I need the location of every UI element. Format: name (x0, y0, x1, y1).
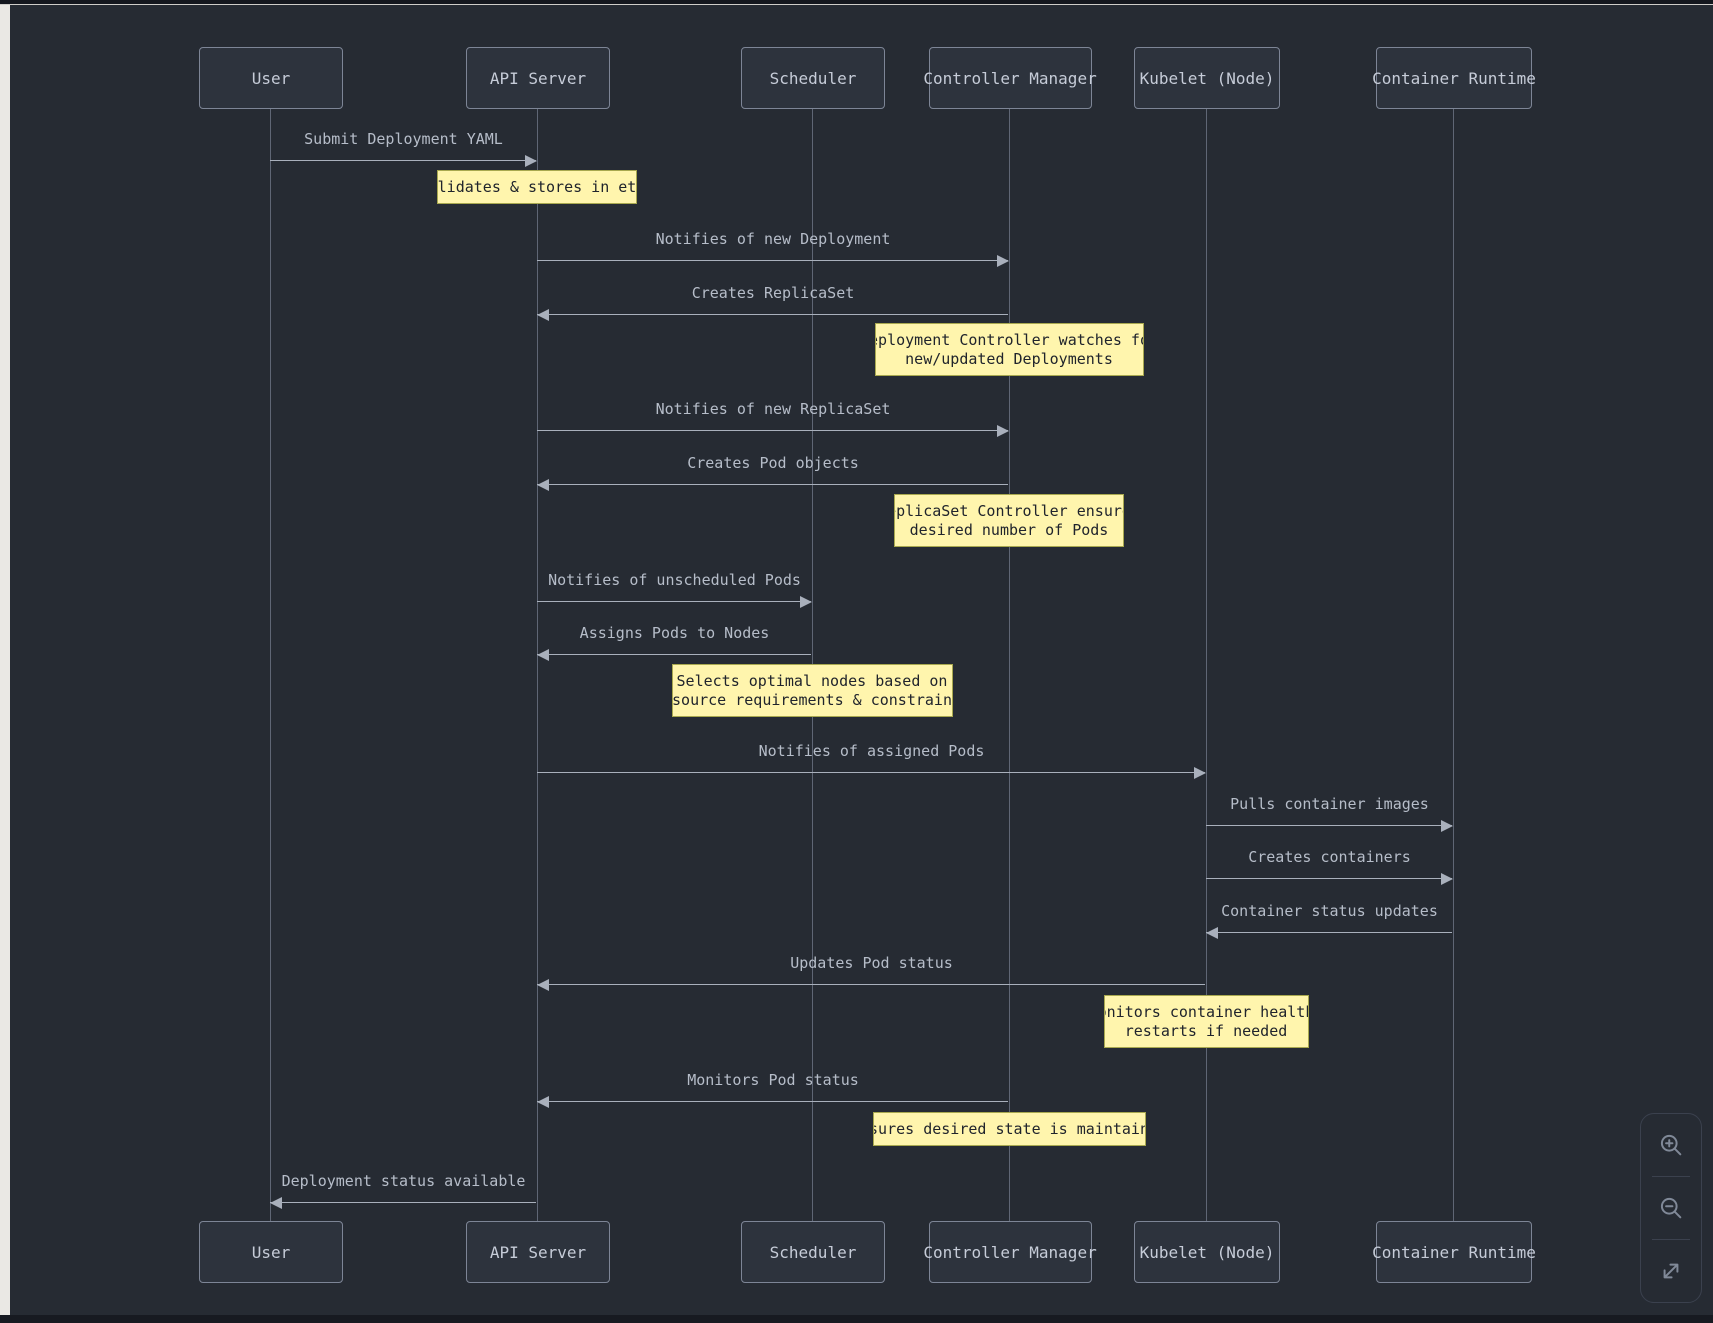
note: ReplicaSet Controller ensuresdesired num… (894, 494, 1124, 547)
message-line (537, 1101, 1008, 1102)
message-line (537, 654, 811, 655)
divider (1652, 1239, 1690, 1240)
note-text: new/updated Deployments (905, 349, 1113, 368)
zoom-in-button[interactable] (1641, 1114, 1701, 1176)
message-line (270, 1202, 536, 1203)
note-text: desired number of Pods (909, 520, 1109, 539)
divider (1652, 1176, 1690, 1177)
message-label: Deployment status available (281, 1172, 526, 1190)
arrowhead-icon (1206, 927, 1218, 939)
actor-bottom-box: Controller Manager (923, 1221, 1097, 1283)
actor-bottom-box: Scheduler (741, 1221, 885, 1283)
message-label: Notifies of unscheduled Pods (548, 571, 801, 589)
message-line (1206, 825, 1452, 826)
arrowhead-icon (1194, 767, 1206, 779)
note: Monitors container health,restarts if ne… (1103, 995, 1309, 1048)
actor-top-box: Scheduler (741, 47, 885, 109)
arrowhead-icon (537, 309, 549, 321)
arrowhead-icon (525, 155, 537, 167)
message-line (1206, 932, 1452, 933)
message-label: Pulls container images (1230, 795, 1429, 813)
actor-top-box: User (199, 47, 343, 109)
arrowhead-icon (1441, 820, 1453, 832)
message-label: Notifies of new Deployment (655, 230, 891, 248)
actor-top-box: Container Runtime (1372, 47, 1536, 109)
message-line (537, 260, 1008, 261)
actor-top-box: API Server (466, 47, 610, 109)
arrowhead-icon (997, 425, 1009, 437)
message-line (537, 601, 811, 602)
note-text: resource requirements & constraints (672, 690, 952, 709)
arrowhead-icon (537, 649, 549, 661)
zoom-out-button[interactable] (1641, 1177, 1701, 1239)
message-label: Notifies of new ReplicaSet (655, 400, 891, 418)
actor-top-box: Kubelet (Node) (1134, 47, 1280, 109)
message-label: Creates ReplicaSet (691, 284, 855, 302)
message-label: Container status updates (1221, 902, 1438, 920)
arrowhead-icon (997, 255, 1009, 267)
zoom-in-icon (1660, 1134, 1682, 1156)
note-text: Ensures desired state is maintained (874, 1119, 1145, 1138)
lifeline (1452, 107, 1454, 1221)
zoom-controls (1640, 1113, 1702, 1303)
note-text: ReplicaSet Controller ensures (895, 501, 1123, 520)
note-text: Deployment Controller watches for (874, 330, 1144, 349)
bottom-edge-bar (0, 1315, 1713, 1323)
message-label: Monitors Pod status (687, 1071, 859, 1089)
message-line (537, 484, 1008, 485)
message-line (537, 314, 1008, 315)
message-label: Submit Deployment YAML (304, 130, 503, 148)
arrowhead-icon (1441, 873, 1453, 885)
lifeline (536, 107, 538, 1221)
top-edge-bar (0, 0, 1713, 5)
left-page-edge (0, 5, 10, 1315)
message-label: Creates containers (1248, 848, 1411, 866)
note-text: Validates & stores in etcd (437, 177, 637, 196)
expand-icon (1663, 1263, 1679, 1279)
message-label: Notifies of assigned Pods (758, 742, 985, 760)
message-line (537, 772, 1205, 773)
zoom-out-icon (1660, 1197, 1682, 1219)
note: Validates & stores in etcd (437, 170, 637, 204)
note-text: Selects optimal nodes based on (676, 671, 948, 690)
actor-top-box: Controller Manager (923, 47, 1097, 109)
actor-bottom-box: Kubelet (Node) (1134, 1221, 1280, 1283)
note: Ensures desired state is maintained (872, 1112, 1146, 1146)
message-line (1206, 878, 1452, 879)
lifeline (1008, 107, 1010, 1221)
arrowhead-icon (537, 479, 549, 491)
message-line (537, 984, 1205, 985)
message-label: Updates Pod status (790, 954, 953, 972)
note: Selects optimal nodes based onresource r… (671, 664, 953, 717)
note-text: Monitors container health, (1105, 1002, 1308, 1021)
arrowhead-icon (800, 596, 812, 608)
message-line (270, 160, 536, 161)
lifeline (1205, 107, 1207, 1221)
actor-bottom-box: User (199, 1221, 343, 1283)
lifeline (269, 107, 271, 1221)
actor-bottom-box: Container Runtime (1372, 1221, 1536, 1283)
arrowhead-icon (270, 1197, 282, 1209)
message-line (537, 430, 1008, 431)
note-text: restarts if needed (1124, 1021, 1288, 1040)
actor-bottom-box: API Server (466, 1221, 610, 1283)
arrowhead-icon (537, 979, 549, 991)
arrowhead-icon (537, 1096, 549, 1108)
message-label: Assigns Pods to Nodes (579, 624, 770, 642)
message-label: Creates Pod objects (687, 454, 859, 472)
fullscreen-button[interactable] (1641, 1240, 1701, 1302)
